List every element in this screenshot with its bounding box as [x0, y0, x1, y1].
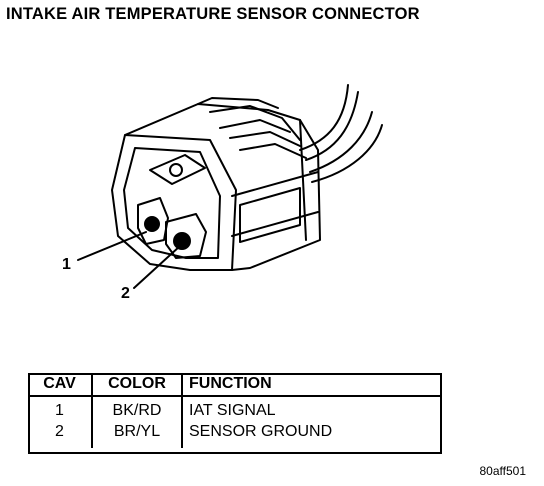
leader-line-1 [77, 231, 147, 261]
cell-cav: 1 [28, 396, 93, 421]
cell-color: BK/RD [92, 396, 183, 421]
table-row: 2 BR/YL SENSOR GROUND [28, 421, 440, 448]
leader-line-2 [133, 245, 181, 289]
terminal-pin-1 [144, 216, 160, 232]
wire-harness [299, 84, 383, 183]
header-cav: CAV [28, 373, 93, 397]
diagram-title: INTAKE AIR TEMPERATURE SENSOR CONNECTOR [6, 4, 420, 23]
cell-function: IAT SIGNAL [189, 402, 276, 419]
cell-cav: 2 [28, 421, 93, 448]
terminal-pin-2 [173, 232, 191, 250]
connector-body [111, 97, 321, 271]
cell-color: BR/YL [92, 421, 183, 448]
table-row: 1 BK/RD IAT SIGNAL [28, 396, 440, 421]
table-header-row: CAV COLOR FUNCTION [28, 373, 440, 397]
callout-2: 2 [121, 285, 130, 302]
pinout-table: CAV COLOR FUNCTION 1 BK/RD IAT SIGNAL 2 … [28, 373, 440, 448]
callout-1: 1 [62, 256, 71, 273]
figure-code: 80aff501 [479, 464, 527, 478]
header-color: COLOR [92, 373, 183, 397]
cell-function: SENSOR GROUND [189, 423, 333, 440]
header-function: FUNCTION [182, 373, 440, 397]
